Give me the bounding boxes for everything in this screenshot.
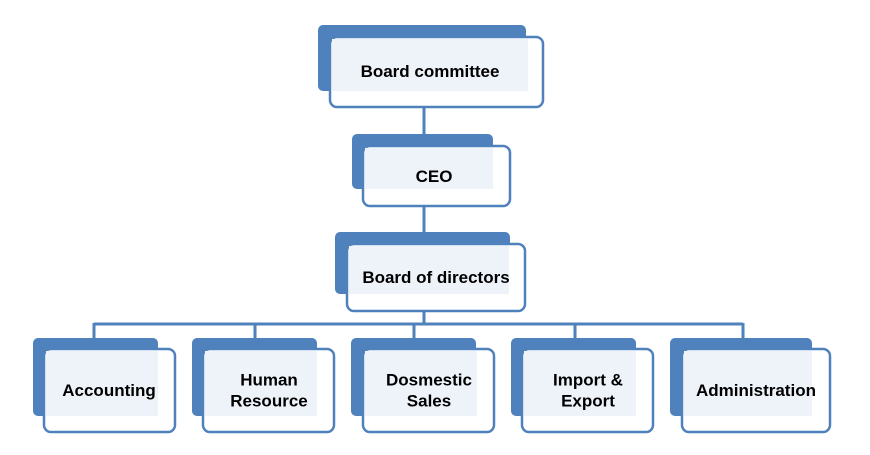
node-department-4-inner	[524, 351, 636, 416]
node-board-of-directors: Board of directors	[335, 232, 527, 313]
node-ceo: CEO	[352, 134, 512, 208]
node-department-1-label: Accounting	[62, 381, 156, 400]
node-department-5-label: Administration	[696, 381, 816, 400]
node-department-5-inner	[684, 351, 812, 416]
node-board-committee-inner	[332, 39, 528, 91]
node-department-3-label: Dosmestic	[386, 371, 472, 390]
node-board-committee-label: Board committee	[361, 62, 500, 81]
node-department-2-label: Resource	[230, 392, 307, 411]
node-department-1: Accounting	[33, 338, 177, 434]
node-department-1-inner	[46, 351, 158, 416]
node-department-3-label: Sales	[407, 392, 451, 411]
node-department-4-label: Import &	[553, 371, 623, 390]
node-department-4: Import & Export	[511, 338, 655, 434]
node-board-of-directors-label: Board of directors	[362, 268, 509, 287]
node-department-3-inner	[365, 351, 477, 416]
node-board-of-directors-inner	[349, 246, 509, 294]
node-department-4-label: Export	[561, 392, 615, 411]
node-ceo-inner	[365, 148, 493, 189]
node-board-committee: Board committee	[318, 25, 545, 109]
node-department-5: Administration	[670, 338, 832, 434]
node-department-2-label: Human	[240, 371, 298, 390]
node-department-2-inner	[205, 351, 317, 416]
node-ceo-label: CEO	[416, 167, 453, 186]
